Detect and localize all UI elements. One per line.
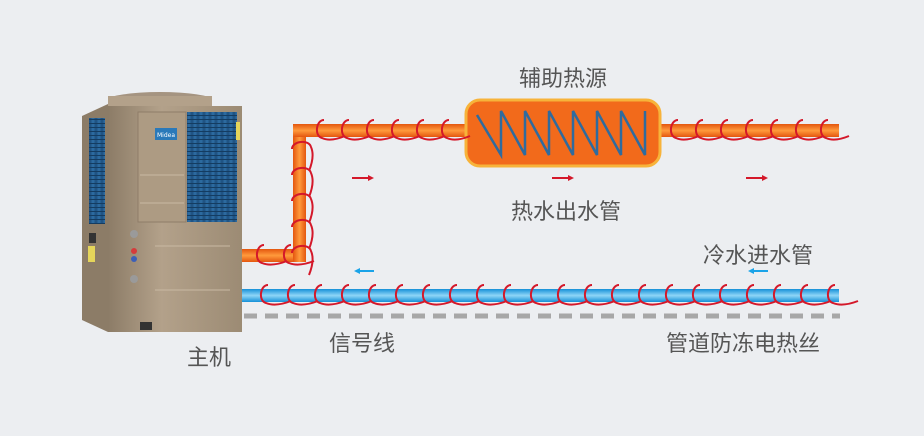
cold-flow-arrow-icon — [748, 268, 768, 274]
heating-wire-coil — [670, 119, 850, 141]
cold-flow-arrow-icon — [354, 268, 374, 274]
midea-logo — [155, 128, 177, 140]
auxiliary-heat-label: 辅助热源 — [519, 67, 607, 92]
hot-flow-arrow-icon — [352, 175, 374, 181]
flow-arrows — [352, 175, 768, 274]
hot-water-outlet-label: 热水出水管 — [511, 200, 621, 225]
svg-text:Midea: Midea — [157, 132, 175, 139]
auxiliary-heater — [464, 98, 662, 168]
heating-coil-icon — [475, 110, 647, 160]
heat-pump-unit: Midea — [82, 92, 242, 332]
hot-water-pipe — [240, 124, 839, 262]
hot-flow-arrow-icon — [746, 175, 768, 181]
cold-water-inlet-label: 冷水进水管 — [703, 244, 813, 269]
heating-wire-coil — [316, 119, 471, 141]
heating-wire-coil — [256, 244, 315, 266]
heating-wire-coil — [260, 284, 859, 306]
hot-flow-arrow-icon — [552, 175, 574, 181]
heating-wire-coil — [291, 141, 314, 276]
main-unit-label: 主机 — [187, 346, 231, 371]
antifreeze-heating-wire — [256, 119, 859, 306]
cold-water-pipe — [240, 289, 839, 302]
antifreeze-wire-label: 管道防冻电热丝 — [666, 332, 820, 357]
signal-line-label: 信号线 — [329, 332, 395, 357]
